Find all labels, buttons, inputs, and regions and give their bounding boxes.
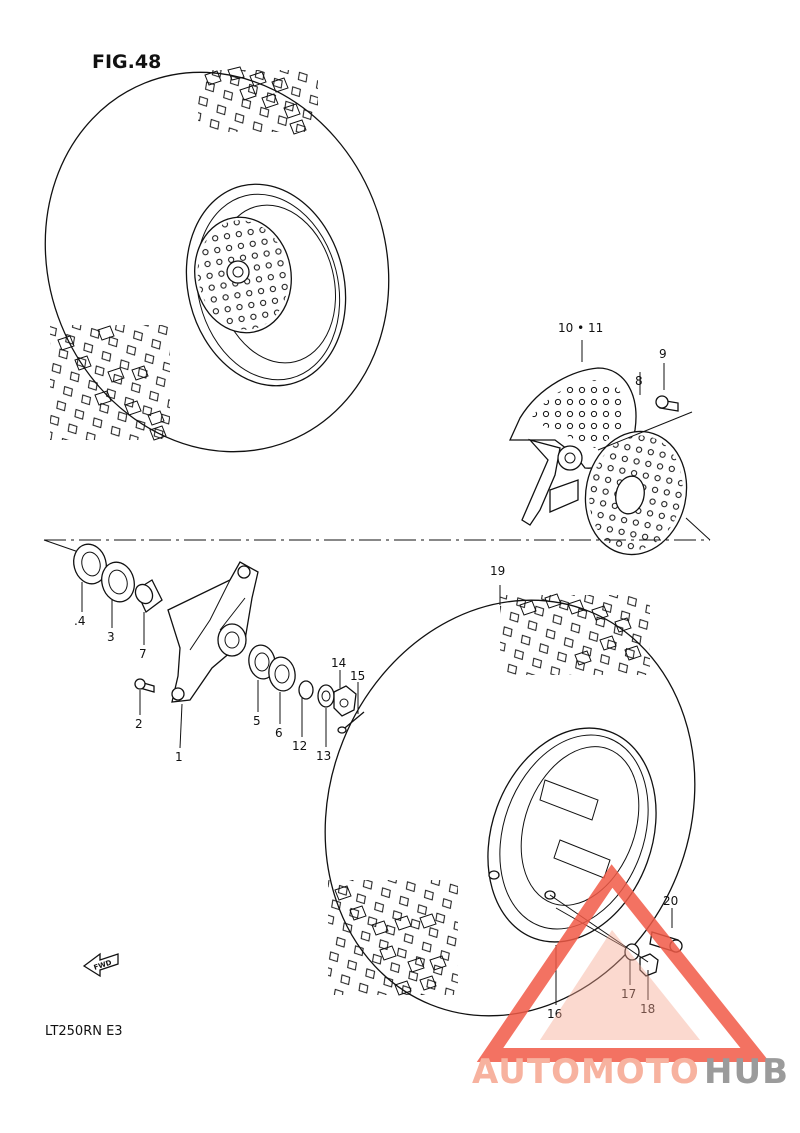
ref-line-disc <box>597 411 693 451</box>
callouts: 10 • 11 9 8 19 .4 3 7 2 1 5 6 14 15 12 1… <box>74 321 678 1021</box>
part-7-spacer <box>134 579 163 614</box>
upper-tire <box>44 66 390 453</box>
upper-tread-top <box>198 66 318 135</box>
upper-rim-outer <box>185 183 347 387</box>
upper-tire-outline <box>44 71 390 453</box>
callout-14: 14 <box>331 656 346 670</box>
callout-18: 18 <box>640 1002 655 1016</box>
callout-3: 3 <box>107 630 115 644</box>
callout-5: 5 <box>253 714 261 728</box>
callout-10-11: 10 • 11 <box>558 321 603 335</box>
leader-stud-line <box>549 894 649 963</box>
callout-4: .4 <box>74 614 85 628</box>
callout-20: 20 <box>663 894 678 908</box>
part-6-seal <box>268 656 296 692</box>
fwd-arrow-icon: FWD <box>82 952 119 978</box>
part-4-seal <box>73 543 107 585</box>
upper-rim-ring <box>195 193 341 381</box>
lower-tread-top <box>500 593 650 675</box>
lower-rim-inner <box>520 746 640 906</box>
callout-8: 8 <box>635 374 643 388</box>
watermark-triangle-icon <box>476 864 770 1062</box>
callout-1: 1 <box>175 750 183 764</box>
callout-9: 9 <box>659 347 667 361</box>
callout-2: 2 <box>135 717 143 731</box>
lower-tread-bottom <box>328 880 458 996</box>
part-1-hub <box>167 561 259 703</box>
part-14-nut <box>333 685 357 717</box>
upper-tread-bottom <box>50 325 170 441</box>
callout-17: 17 <box>621 987 636 1001</box>
part-2-bolt <box>134 678 155 693</box>
disc-cover-arm <box>521 438 561 526</box>
brake-disc <box>584 430 688 556</box>
brake-disc-center <box>615 475 645 515</box>
lower-tire <box>324 593 696 1017</box>
leader-1 <box>179 703 183 749</box>
callout-19: 19 <box>490 564 505 578</box>
callout-13: 13 <box>316 749 331 763</box>
callout-7: 7 <box>139 647 147 661</box>
callout-15: 15 <box>350 669 365 683</box>
model-code: LT250RN E3 <box>45 1024 123 1039</box>
callout-6: 6 <box>275 726 283 740</box>
part-17-washer <box>624 943 640 961</box>
lower-rim-ring <box>499 734 649 930</box>
watermark-logo: AUTOMOTO HUB <box>472 864 789 1092</box>
watermark-text-automoto: AUTOMOTO <box>472 1052 700 1092</box>
disc-bolt-9 <box>655 395 679 412</box>
upper-hub-center <box>226 260 250 284</box>
watermark-text-hub: HUB <box>704 1052 789 1092</box>
figure-title: FIG.48 <box>92 51 161 73</box>
callout-16: 16 <box>547 1007 562 1021</box>
callout-12: 12 <box>292 739 307 753</box>
part-3-bearing <box>101 561 135 603</box>
part-12-spacer <box>298 680 314 700</box>
part-13-washer <box>317 684 335 708</box>
